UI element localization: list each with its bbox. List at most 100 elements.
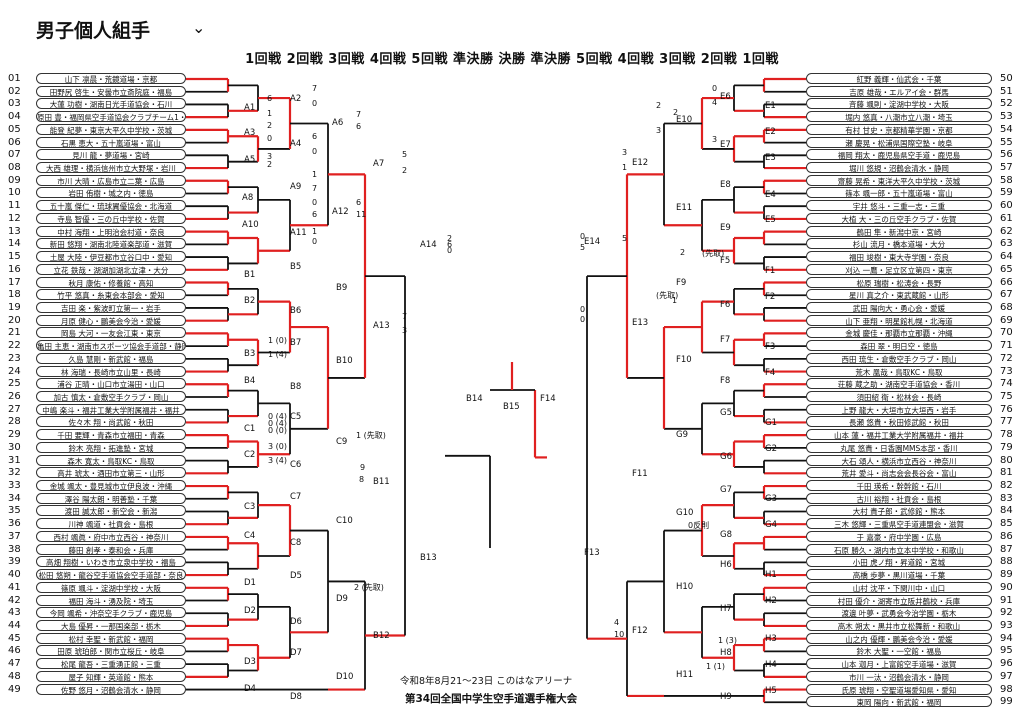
match-label: F9: [676, 278, 687, 288]
score: 0 (4): [268, 412, 287, 421]
event-dates: 令和8年8月21～23日 このはなアリーナ: [400, 676, 573, 687]
entry-number: 52: [1000, 98, 1013, 110]
entry-number: 27: [8, 403, 21, 415]
match-label: E13: [632, 318, 649, 328]
entry-name: 大西 雄理・横浜信州市立大野塚・岩川: [36, 162, 186, 174]
entry-number: 43: [8, 607, 21, 619]
score: 11: [356, 210, 367, 219]
score: (先取): [702, 249, 725, 258]
score: 0: [312, 99, 318, 108]
entry-name: 亀田 主恵・湖南市スポーツ協会手道部・静岡: [36, 340, 186, 352]
entry-name: 吉田 楽・紫波町立第一・岩手: [36, 301, 186, 313]
entry-number: 29: [8, 429, 21, 441]
entry-number: 78: [1000, 429, 1013, 441]
entry-name: 長瀬 悠貴・秋田修武館・秋田: [806, 416, 992, 428]
entry-name: 福田 竣樹・東大寺学園・奈良: [806, 251, 992, 263]
chevron-down-icon[interactable]: ⌄: [192, 18, 206, 37]
entry-name: 松尾 龍吾・三重湧正館・三重: [36, 658, 186, 670]
entry-name: 松村 幸聖・新武館・福岡: [36, 632, 186, 644]
match-label: F3: [765, 342, 776, 352]
score: 3 (4): [268, 456, 287, 465]
entry-number: 71: [1000, 340, 1013, 352]
score: 0: [712, 84, 718, 93]
score: 7: [356, 110, 362, 119]
entry-number: 62: [1000, 225, 1013, 237]
match-label: C1: [244, 424, 256, 434]
entry-number: 15: [8, 251, 21, 263]
score: 0: [580, 305, 586, 314]
event-title: 第34回全国中学生空手道選手権大会: [405, 693, 578, 705]
match-label: H4: [765, 660, 777, 670]
entry-name: 福田 海斗・湧及院・埼玉: [36, 594, 186, 606]
entry-name: 佐野 悠月・沼鶴会清水・静岡: [36, 683, 186, 695]
entry-name: 市川 一汰・沼鶴会清水・静岡: [806, 670, 992, 682]
entry-name: 千田 瑛希・幹幹館・石川: [806, 480, 992, 492]
entry-number: 50: [1000, 73, 1013, 84]
entry-name: 佐々木 翔・尚武館・秋田: [36, 416, 186, 428]
entry-name: 岩田 侑樹・城之内・徳島: [36, 187, 186, 199]
match-label: B14: [466, 394, 483, 404]
entry-number: 33: [8, 480, 21, 492]
entry-number: 12: [8, 212, 21, 224]
entry-number: 35: [8, 505, 21, 517]
entry-name: 大蓮 功樹・湖南日光手道協会・石川: [36, 98, 186, 110]
score: 0: [267, 134, 273, 143]
entry-name: 五十嵐 傑仁・琉球翼優協会・北海道: [36, 200, 186, 212]
entry-number: 26: [8, 391, 21, 402]
entry-number: 81: [1000, 467, 1013, 479]
entry-number: 97: [1000, 670, 1013, 682]
match-label: G7: [720, 485, 732, 495]
match-label: C2: [244, 450, 256, 460]
entry-number: 75: [1000, 391, 1013, 402]
entry-name: 市川 大晴・広島市立二葉・広島: [36, 174, 186, 186]
entry-name: 土屋 大陸・伊豆都市立谷口中・愛知: [36, 251, 186, 263]
match-label: B6: [290, 306, 302, 316]
entry-name: 吉原 雄哉・エルアイ会・群馬: [806, 85, 992, 97]
entry-number: 01: [8, 73, 21, 84]
entry-number: 91: [1000, 594, 1013, 606]
entry-number: 13: [8, 225, 21, 237]
match-label: E4: [765, 190, 776, 200]
entry-number: 21: [8, 327, 21, 339]
score: 6: [447, 240, 453, 249]
score: 2: [267, 160, 273, 169]
entry-number: 05: [8, 123, 21, 135]
entry-name: 藤田 創孝・泰和会・兵庫: [36, 543, 186, 555]
match-label: A10: [242, 220, 259, 230]
match-label: A3: [244, 128, 256, 138]
match-label: H5: [765, 686, 777, 696]
match-label: E7: [720, 140, 731, 150]
entry-number: 85: [1000, 518, 1013, 530]
entry-name: 山下 亜翔・明星館札幌・北海道: [806, 314, 992, 326]
entry-name: 荘藤 蔵之助・湖南空手道協会・香川: [806, 378, 992, 390]
match-label: C5: [290, 412, 302, 422]
match-label: D3: [244, 657, 256, 667]
match-label: H6: [720, 560, 732, 570]
match-label: F5: [720, 256, 731, 266]
score: 5: [622, 234, 628, 243]
score: 2: [402, 166, 408, 175]
match-label: A1: [244, 103, 256, 113]
entry-name: 田原 琥珀郎・関市立桜丘・岐阜: [36, 645, 186, 657]
score: 10: [614, 630, 625, 639]
score: 3: [402, 326, 408, 335]
score: 2: [673, 108, 679, 117]
score: 0: [580, 315, 586, 324]
entry-name: 篠原 颯斗・淀湖中学校・大阪: [36, 581, 186, 593]
entry-name: 高橋 歩夢・黒川道場・千葉: [806, 569, 992, 581]
entry-name: 大石 頌人・横浜市立西谷・神奈川: [806, 454, 992, 466]
entry-number: 86: [1000, 530, 1013, 542]
score: 2: [447, 234, 453, 243]
match-label: F6: [720, 300, 731, 310]
entry-number: 66: [1000, 276, 1013, 288]
score: (先取): [656, 291, 679, 300]
match-label: E2: [765, 127, 776, 137]
match-label: H11: [676, 670, 694, 680]
match-label: A9: [290, 182, 302, 192]
score: 5: [580, 243, 586, 252]
entry-name: 高井 琥太・酒田市立第三・山形: [36, 467, 186, 479]
match-label: F2: [765, 292, 776, 302]
entry-number: 23: [8, 352, 21, 364]
entry-number: 11: [8, 200, 21, 212]
entry-number: 25: [8, 378, 21, 390]
